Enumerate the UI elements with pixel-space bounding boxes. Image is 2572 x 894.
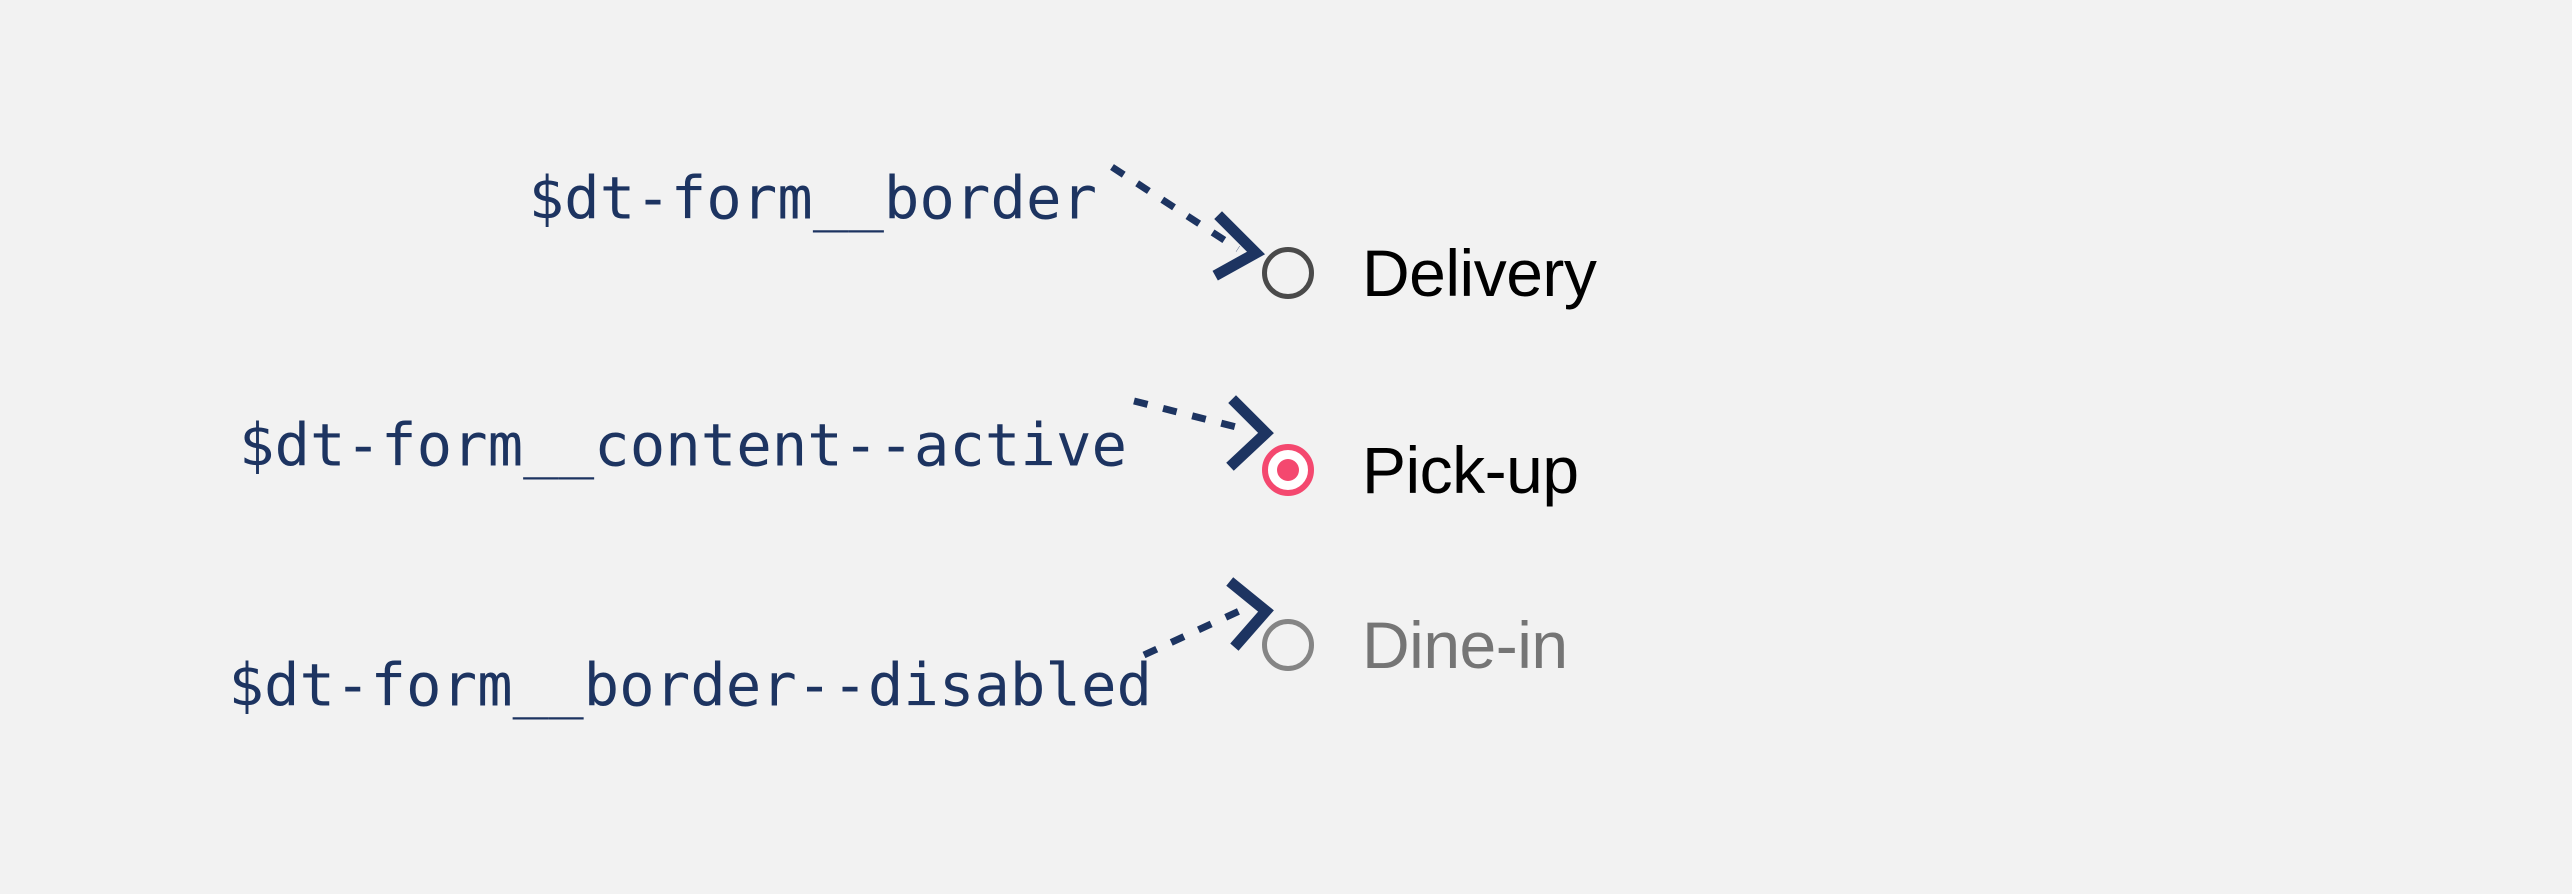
radio-label-pickup[interactable]: Pick-up <box>1362 433 1579 507</box>
radio-option-delivery[interactable]: Delivery <box>1262 236 1597 310</box>
radio-dinein[interactable] <box>1262 619 1314 671</box>
token-label-form-border: $dt-form__border <box>528 163 1097 233</box>
pointer-arrow-pickup <box>1132 385 1282 475</box>
radio-inner-dot-pickup <box>1277 459 1299 481</box>
radio-label-dinein[interactable]: Dine-in <box>1362 608 1568 682</box>
pointer-arrow-dinein <box>1142 577 1282 683</box>
token-label-form-content-active: $dt-form__content--active <box>238 410 1127 480</box>
pointer-arrow-delivery <box>1110 161 1270 281</box>
radio-option-dinein[interactable]: Dine-in <box>1262 612 1568 678</box>
radio-delivery[interactable] <box>1262 247 1314 299</box>
radio-pickup[interactable] <box>1262 444 1314 496</box>
radio-option-pickup[interactable]: Pick-up <box>1262 437 1579 503</box>
token-label-form-border-disabled: $dt-form__border--disabled <box>228 650 1152 720</box>
radio-label-delivery[interactable]: Delivery <box>1362 236 1597 310</box>
